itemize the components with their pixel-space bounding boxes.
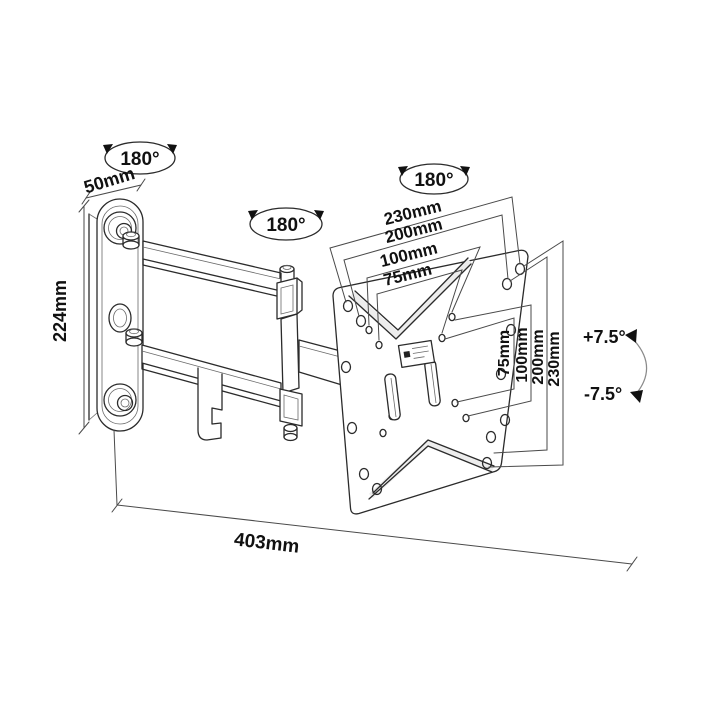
dimension-top-group: [329, 196, 521, 341]
wall-plate: [88, 198, 144, 432]
tilt-down-label: -7.5°: [584, 384, 622, 404]
tilt-up-label: +7.5°: [583, 327, 626, 347]
label-sticker: [397, 339, 436, 369]
swivel-plate-label: 180°: [414, 170, 453, 191]
vesa-v-75-label: 75mm: [496, 330, 513, 376]
dim-line-403mm: [116, 504, 633, 565]
dimension-right-group: [444, 240, 564, 468]
vesa-v-230-label: 230mm: [546, 331, 563, 386]
wall-plate-outline: [96, 198, 144, 432]
swivel-indicator-wall: 180°: [103, 141, 177, 175]
cable-clip: [197, 367, 223, 441]
arm-assembly: [122, 231, 303, 442]
top-v-fold: [348, 263, 472, 340]
wall-plate-height-label: 224mm: [50, 280, 70, 342]
vesa-plate: [332, 249, 529, 515]
swivel-indicator-elbow: 180°: [248, 207, 324, 241]
vesa-v-200-label: 200mm: [530, 329, 547, 384]
swivel-elbow-label: 180°: [266, 215, 305, 236]
dim-line-50mm: [85, 184, 142, 199]
vesa-v-100-label: 100mm: [514, 327, 531, 382]
vesa-slot-left: [384, 373, 401, 421]
wall-plate-middle-hole: [108, 303, 132, 333]
elbow-joint: [276, 264, 303, 442]
arm-extension-label: 403mm: [233, 529, 300, 557]
vesa-inner-holes: [365, 312, 470, 438]
swivel-indicator-plate: 180°: [398, 163, 470, 195]
upper-arm: [142, 240, 282, 292]
dimension-wall-group: [78, 178, 638, 572]
swivel-wall-label: 180°: [120, 149, 159, 170]
lower-hinge-bolt: [125, 328, 143, 347]
tilt-indicator: +7.5° -7.5°: [583, 327, 648, 404]
upper-hinge-bolt: [122, 231, 140, 250]
bottom-v-fold: [368, 445, 493, 500]
vesa-outer-holes: [340, 262, 526, 496]
wall-plate-bottom-hole: [103, 383, 137, 417]
wall-plate-top-hole: [103, 211, 137, 245]
